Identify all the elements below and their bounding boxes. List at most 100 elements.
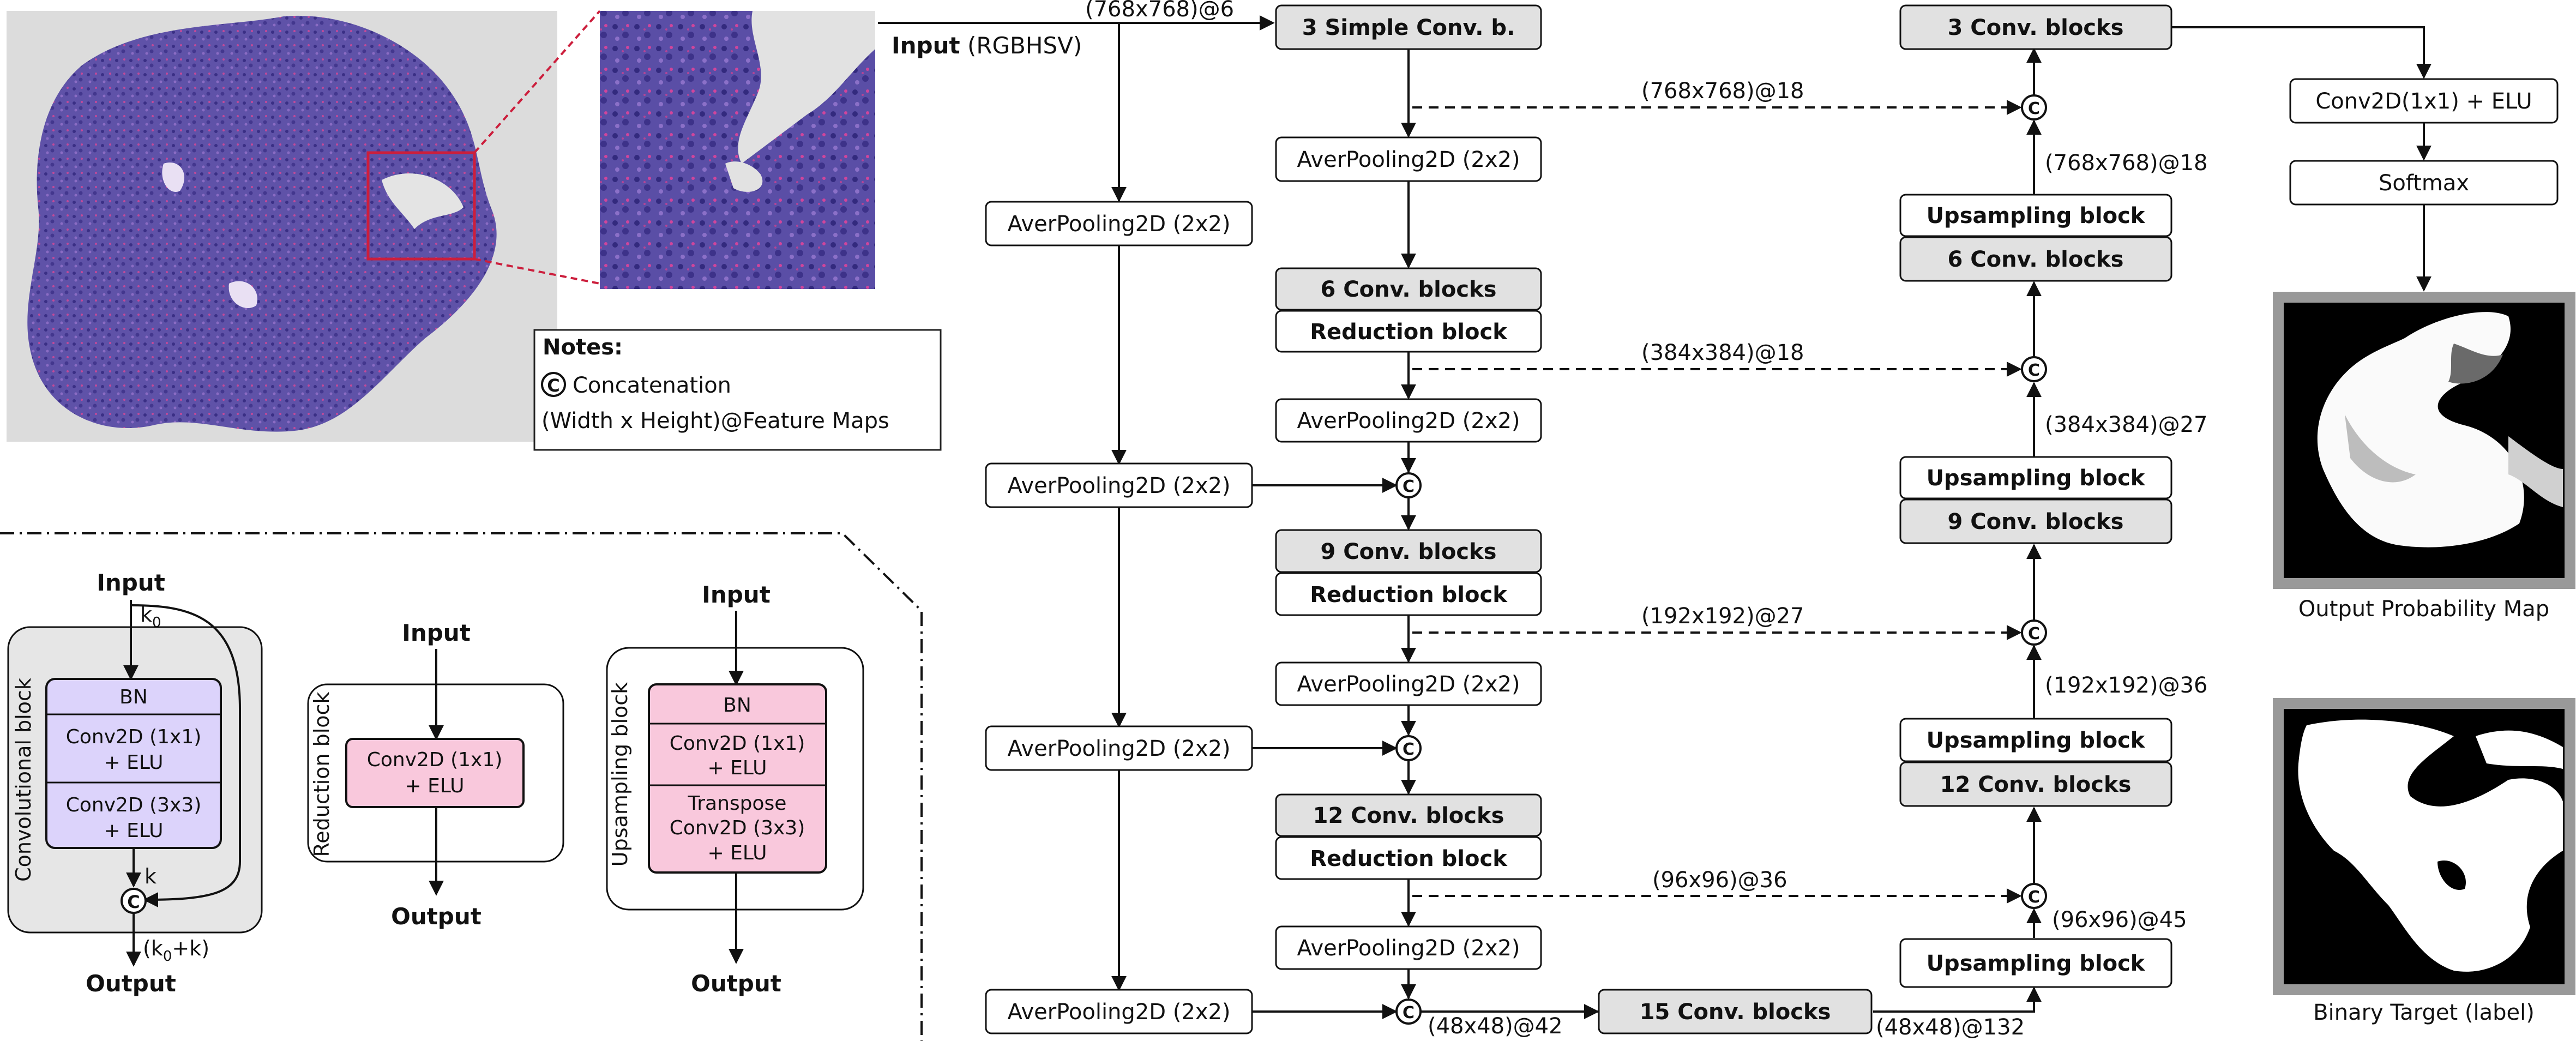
svg-text:C: C bbox=[1403, 1003, 1415, 1022]
concat-dec-768: C bbox=[2021, 94, 2047, 121]
svg-text:C: C bbox=[1403, 477, 1415, 496]
conv12-box bbox=[1275, 793, 1542, 837]
up-4-box bbox=[1899, 938, 2172, 988]
skip-label-384: (384x384)@18 bbox=[1641, 340, 1804, 365]
up-label-192: (192x192)@36 bbox=[2045, 673, 2207, 698]
notes-title: Notes: bbox=[543, 335, 623, 360]
concat-legend-label: Concatenation bbox=[573, 373, 731, 398]
legend-k-sum: (k0+k) bbox=[143, 936, 209, 965]
out-conv-box bbox=[2289, 78, 2559, 124]
left-pool-4-box bbox=[985, 989, 1253, 1034]
up-2-box bbox=[1899, 456, 2172, 500]
output-probability-map-image bbox=[2273, 292, 2575, 589]
notes-box: Notes: C Concatenation (Width x Height)@… bbox=[533, 329, 942, 451]
histology-zoom-image bbox=[600, 11, 875, 289]
legend-conv-elu1: + ELU bbox=[104, 751, 164, 774]
up-label-768: (768x768)@18 bbox=[2045, 151, 2207, 176]
legend-red-conv: Conv2D (1x1) bbox=[367, 749, 503, 771]
up-1-label: Upsampling block bbox=[1927, 203, 2146, 228]
legend-separator bbox=[0, 532, 923, 1041]
pool-384-label: AverPooling2D (2x2) bbox=[1297, 408, 1520, 434]
output-probability-label: Output Probability Map bbox=[2298, 597, 2549, 622]
skip-connections bbox=[1412, 100, 2022, 904]
bottleneck-box bbox=[1598, 989, 1873, 1034]
legend-conv-elu2: + ELU bbox=[104, 820, 164, 842]
softmax-box bbox=[2289, 160, 2559, 206]
concat-enc-3: C bbox=[1395, 998, 1422, 1025]
skip-label-192: (192x192)@27 bbox=[1641, 604, 1804, 629]
skip-label-768: (768x768)@18 bbox=[1641, 79, 1804, 104]
up-1-box bbox=[1899, 194, 2172, 237]
concat-dec-96: C bbox=[2021, 883, 2047, 909]
skip-label-96: (96x96)@36 bbox=[1652, 868, 1787, 893]
legend-k0: k0 bbox=[140, 603, 161, 631]
input-size-label: (768x768)@6 bbox=[1085, 0, 1234, 22]
reduction-3-box bbox=[1275, 836, 1542, 880]
reduction-2-box bbox=[1275, 572, 1542, 616]
legend-conv-conv3: Conv2D (3x3) bbox=[66, 794, 202, 816]
legend-up-output: Output bbox=[691, 970, 781, 997]
bottleneck-label: 15 Conv. blocks bbox=[1640, 1000, 1831, 1025]
reduction-3-label: Reduction block bbox=[1310, 846, 1508, 871]
simple-conv-label: 3 Simple Conv. b. bbox=[1302, 15, 1515, 40]
legend-k: k bbox=[145, 864, 157, 888]
left-pool-4: AverPooling2D (2x2) bbox=[1007, 1000, 1230, 1025]
legend-red-elu: + ELU bbox=[405, 775, 465, 797]
legend-conv-bn: BN bbox=[119, 686, 148, 708]
legend-up-input: Input bbox=[702, 581, 771, 608]
reduction-2-label: Reduction block bbox=[1310, 582, 1508, 607]
up-label-96: (96x96)@45 bbox=[2052, 907, 2187, 932]
bottom-label-48-132: (48x48)@132 bbox=[1876, 1015, 2025, 1040]
conv9-label: 9 Conv. blocks bbox=[1321, 539, 1497, 564]
left-pool-2-box bbox=[985, 462, 1253, 508]
legend-conv-conv1: Conv2D (1x1) bbox=[66, 726, 202, 748]
left-pool-3-box bbox=[985, 725, 1253, 771]
out-conv-label: Conv2D(1x1) + ELU bbox=[2315, 89, 2532, 114]
legend-upsampling-block: Input Upsampling block BN Conv2D (1x1) +… bbox=[606, 581, 864, 997]
pool-192-box bbox=[1275, 661, 1542, 706]
binary-target-label: Binary Target (label) bbox=[2313, 1000, 2535, 1025]
conv12-label: 12 Conv. blocks bbox=[1313, 803, 1504, 828]
legend-conv-output: Output bbox=[86, 970, 176, 997]
svg-text:C: C bbox=[2028, 361, 2040, 380]
connectors bbox=[878, 15, 2431, 1019]
input-label: Input (RGBHSV) bbox=[892, 32, 1082, 59]
reduction-1-label: Reduction block bbox=[1310, 320, 1508, 345]
legend-up-conv3: Conv2D (3x3) bbox=[670, 817, 805, 839]
pool-768-label: AverPooling2D (2x2) bbox=[1297, 147, 1520, 172]
up-2-label: Upsampling block bbox=[1927, 466, 2146, 491]
concat-nodes: C C C C C C C bbox=[1395, 94, 2047, 1025]
dec-conv12-box bbox=[1899, 761, 2172, 807]
legend-up-elu1: + ELU bbox=[708, 757, 767, 779]
legend-conv-block-title: Convolutional block bbox=[11, 678, 35, 882]
dec-conv9-label: 9 Conv. blocks bbox=[1948, 509, 2124, 534]
concat-dec-384: C bbox=[2021, 356, 2047, 382]
left-pool-1-box bbox=[985, 201, 1253, 246]
svg-text:C: C bbox=[1403, 740, 1415, 759]
up-3-label: Upsampling block bbox=[1927, 728, 2146, 753]
dec-conv3-label: 3 Conv. blocks bbox=[1948, 15, 2124, 40]
pool-96-box bbox=[1275, 925, 1542, 970]
legend-up-bn: BN bbox=[723, 694, 751, 717]
left-pool-3: AverPooling2D (2x2) bbox=[1007, 736, 1230, 761]
up-3-box bbox=[1899, 718, 2172, 762]
legend-red-title: Reduction block bbox=[310, 692, 334, 857]
dims-legend-label: (Width x Height)@Feature Maps bbox=[541, 408, 889, 434]
concat-enc-2: C bbox=[1395, 735, 1422, 761]
binary-target-image bbox=[2273, 698, 2575, 995]
legend-red-output: Output bbox=[391, 903, 482, 930]
dec-conv9-box bbox=[1899, 498, 2172, 544]
conv6-box bbox=[1275, 267, 1542, 311]
concat-legend-icon bbox=[541, 372, 566, 397]
dec-conv3-box bbox=[1899, 4, 2172, 50]
simple-conv-box bbox=[1275, 4, 1542, 50]
left-pool-2: AverPooling2D (2x2) bbox=[1007, 473, 1230, 498]
legend-up-elu2: + ELU bbox=[708, 842, 767, 864]
bottom-label-48-42: (48x48)@42 bbox=[1428, 1014, 1563, 1039]
dec-conv12-label: 12 Conv. blocks bbox=[1940, 772, 2132, 797]
up-4-label: Upsampling block bbox=[1927, 951, 2146, 976]
left-pool-1: AverPooling2D (2x2) bbox=[1007, 212, 1230, 237]
dec-conv6-box bbox=[1899, 236, 2172, 282]
up-label-384: (384x384)@27 bbox=[2045, 412, 2207, 437]
legend-reduction-block: Input Reduction block Conv2D (1x1) + ELU… bbox=[307, 619, 564, 930]
